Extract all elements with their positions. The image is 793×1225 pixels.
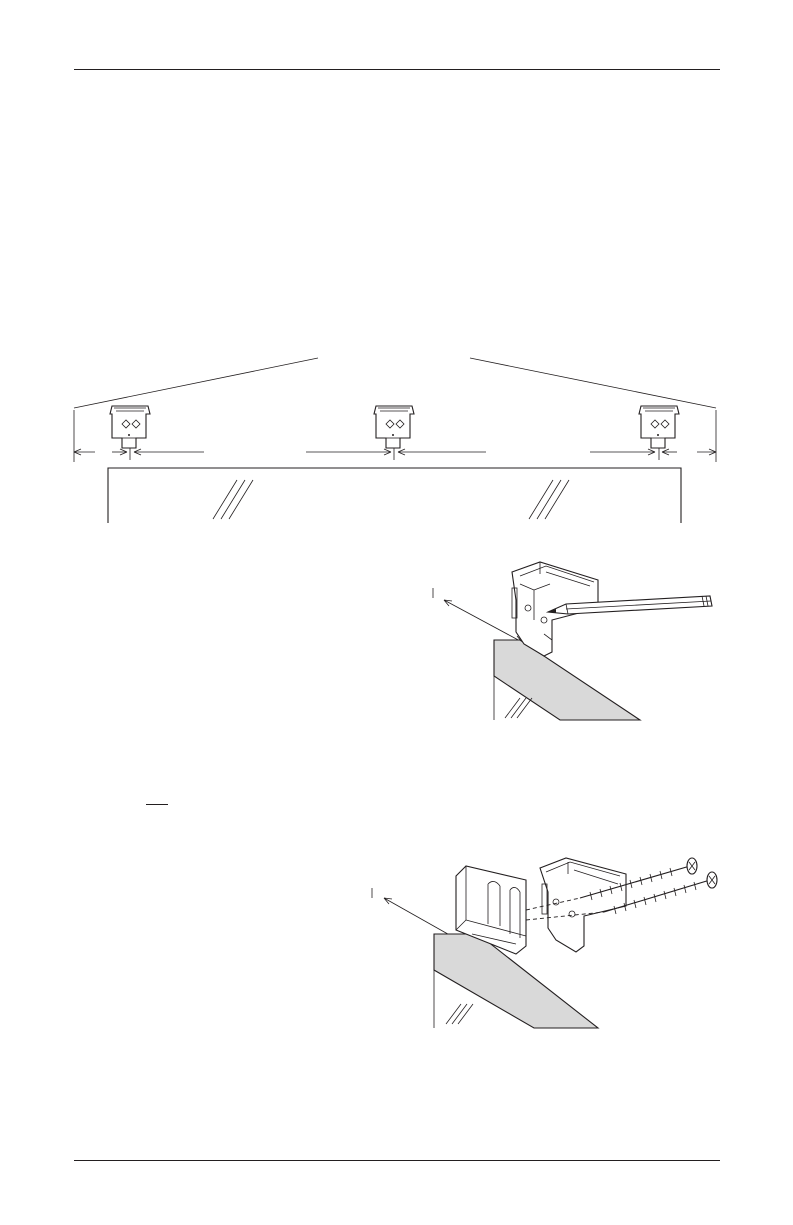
footer-rule [74, 1160, 720, 1161]
callout-line-left [74, 358, 318, 408]
bracket-icon-center [374, 406, 414, 448]
depth-arrow-line [444, 600, 522, 642]
glass-reflection-icon [505, 698, 532, 718]
bracket-icon-install [540, 858, 626, 952]
bracket-icon-left [110, 406, 150, 448]
glass-reflection-icon-right [529, 480, 569, 519]
pencil-marking-bracket-figure [433, 562, 712, 720]
glass-reflection-icon-left [213, 480, 253, 519]
screw-bracket-spacer-figure [372, 858, 717, 1028]
window-sill [494, 640, 640, 720]
underline-mark [146, 804, 168, 805]
callout-line-right [470, 358, 716, 408]
glass-reflection-icon-2 [446, 1004, 473, 1024]
bracket-icon-right [639, 406, 679, 448]
window-frame [108, 468, 681, 523]
